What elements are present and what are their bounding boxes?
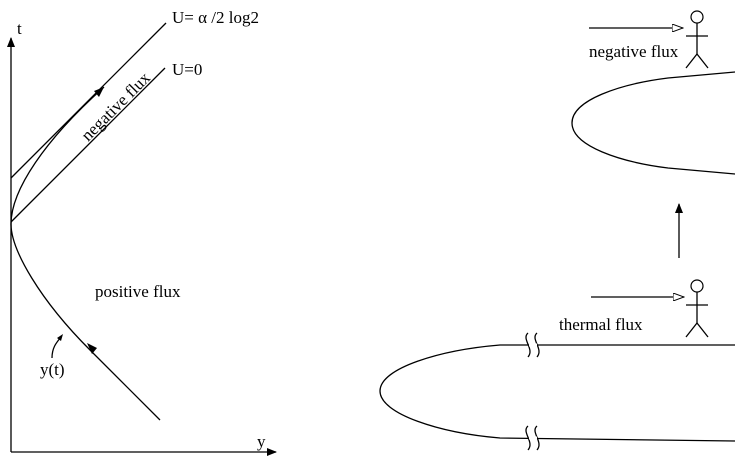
right-panel: negative flux thermal flux xyxy=(379,10,735,451)
trajectory-label: y(t) xyxy=(40,360,65,379)
left-panel: t y U= α /2 log2 U=0 negative flux posit… xyxy=(6,8,277,456)
upper-horizon-shape xyxy=(571,71,735,175)
person-icon-bottom xyxy=(685,279,709,338)
t-axis-label: t xyxy=(17,19,22,38)
negative-flux-label-right: negative flux xyxy=(589,42,679,61)
trajectory-arrow-lower xyxy=(87,343,97,354)
negative-flux-label-left: negative flux xyxy=(77,68,154,145)
break-mark-upper xyxy=(525,332,540,358)
y-axis-label: y xyxy=(257,432,266,451)
trajectory-curve xyxy=(10,86,161,421)
trajectory-pointer-arrow xyxy=(57,334,63,341)
u-zero-line xyxy=(10,67,166,223)
u-alpha-label: U= α /2 log2 xyxy=(172,8,259,27)
break-mark-lower xyxy=(525,425,540,451)
person-icon-top xyxy=(685,10,709,69)
trajectory-pointer xyxy=(51,336,62,359)
positive-flux-label: positive flux xyxy=(95,282,181,301)
u-zero-label: U=0 xyxy=(172,60,202,79)
trajectory-arrow-upper xyxy=(94,87,104,97)
thermal-flux-label: thermal flux xyxy=(559,315,643,334)
lower-horizon-shape xyxy=(379,344,735,442)
